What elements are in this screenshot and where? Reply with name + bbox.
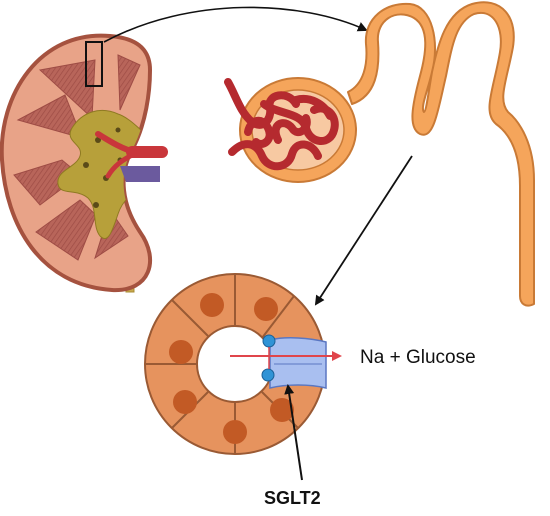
tubule-lumen <box>196 325 274 403</box>
arrow-nephron-to-section <box>314 155 413 306</box>
transporter-label: SGLT2 <box>264 488 321 508</box>
transport-label: Na + Glucose <box>360 347 476 368</box>
renal-artery <box>95 131 168 179</box>
transporter-node-bottom <box>261 368 275 382</box>
nephron-highlight-box <box>85 41 103 87</box>
glomerulus <box>224 78 339 171</box>
sglt2-transporter <box>261 334 327 389</box>
renal-tubule <box>347 1 535 307</box>
transporter-node-top <box>262 334 276 348</box>
cell-nuclei <box>169 293 294 444</box>
tubule-cross-section-icon <box>144 273 342 455</box>
arrow-to-transporter <box>284 384 303 481</box>
renal-pelvis <box>57 110 151 239</box>
kidney-cross-section-icon <box>0 33 168 293</box>
renal-vein <box>120 166 160 182</box>
nephron-icon <box>224 1 535 307</box>
arrow-kidney-to-nephron <box>103 6 368 43</box>
